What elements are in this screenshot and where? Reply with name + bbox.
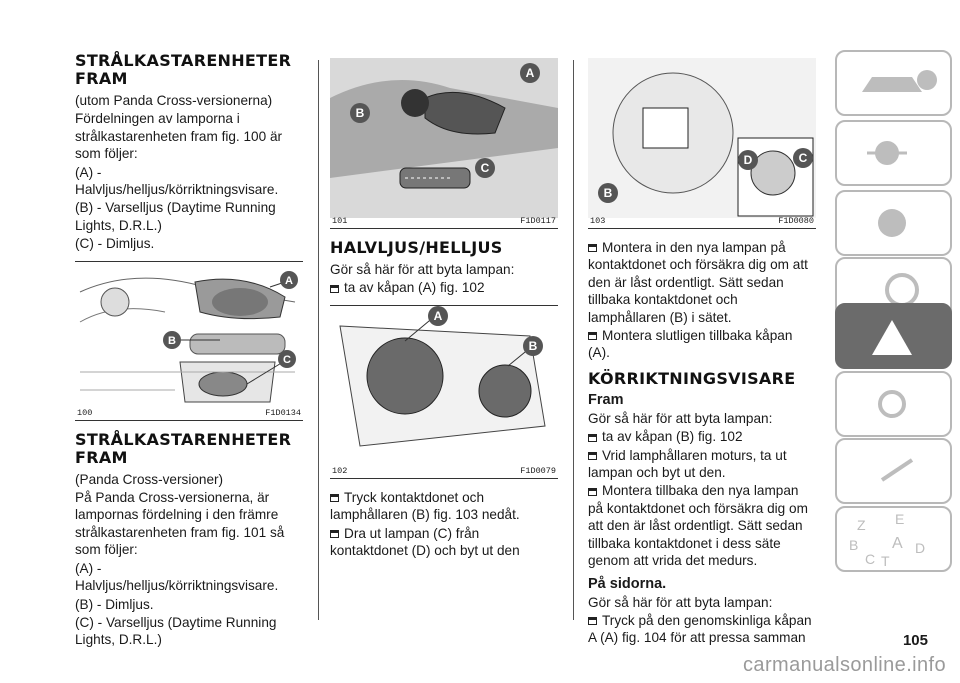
lights-icon [867, 141, 907, 165]
bullet-item: Tryck på den genomskinliga kåpan A (A) f… [588, 612, 816, 647]
airbag-icon [878, 209, 906, 237]
chapter-tab-safety[interactable] [835, 190, 952, 256]
chapter-tab-lights[interactable] [835, 120, 952, 186]
chapter-tab-multimedia[interactable] [835, 438, 952, 504]
paragraph: Gör så här för att byta lampan: [330, 262, 515, 277]
paragraph: Fördelningen av lamporna i strålkastaren… [75, 111, 283, 162]
column-divider [573, 60, 574, 620]
index-letter: E [895, 511, 904, 527]
index-letter: A [892, 535, 903, 552]
callout-d: D [744, 153, 753, 167]
chapter-tab-car-info[interactable] [835, 50, 952, 116]
paragraph: (B) - Varselljus (Daytime Running Lights… [75, 200, 276, 233]
index-letter: D [915, 540, 925, 556]
watermark: carmanualsonline.info [743, 654, 946, 676]
callout-b: B [529, 339, 538, 353]
chapter-tab-maintenance[interactable] [835, 371, 952, 437]
figure-102: A B 102 F1D0079 [330, 304, 558, 479]
figure-code: F1D0079 [520, 465, 556, 476]
section-heading: STRÅLKASTARENHETER FRAM [75, 51, 292, 88]
callout-b: B [168, 335, 176, 347]
figure-number: 103 [590, 216, 606, 226]
column-1: STRÅLKASTARENHETER FRAM (utom Panda Cros… [75, 52, 303, 650]
figure-number: 101 [332, 216, 348, 226]
bullet-item: Vrid lamphållaren moturs, ta ut lampan o… [588, 447, 816, 482]
index-letter: T [881, 553, 890, 569]
column-3: B D C 103 F1D0080 Montera in den nya lam… [588, 52, 816, 648]
chapter-tab-emergency[interactable] [835, 303, 952, 369]
paragraph: (A) - Halvljus/helljus/körriktningsvisar… [75, 164, 279, 198]
figure-101: A B C 101 F1D0117 [330, 58, 558, 229]
page-number: 105 [902, 632, 928, 649]
callout-a: A [434, 309, 443, 323]
figure-code: F1D0134 [265, 407, 301, 418]
section-heading: STRÅLKASTARENHETER FRAM [75, 429, 292, 467]
paragraph: (C) - Dimljus. [75, 236, 155, 252]
paragraph: (Panda Cross-versioner) [75, 471, 224, 487]
paragraph: (A) - Halvljus/helljus/körriktningsvisar… [75, 560, 279, 594]
index-letter: B [849, 537, 858, 553]
car-warning-icon [872, 320, 912, 355]
figure-number: 100 [77, 407, 93, 418]
index-letter: C [865, 551, 875, 567]
car-info-icon [862, 70, 937, 92]
index-icon: Z E B A D C T [849, 511, 925, 569]
figure-number: 102 [332, 465, 348, 476]
subheading: Fram [588, 391, 624, 408]
figure-103: B D C 103 F1D0080 [588, 58, 816, 229]
callout-a: A [285, 275, 293, 287]
figure-100: A B C 100 F1D0134 [75, 260, 303, 421]
column-divider [318, 60, 319, 620]
bullet-item: Montera slutligen tillbaka kåpan (A). [588, 327, 816, 362]
paragraph: (utom Panda Cross-versionerna) [75, 93, 273, 108]
paragraph: Gör så här för att byta lampan: [588, 594, 773, 610]
callout-b: B [604, 186, 613, 200]
fog-light-illustration: A B C [330, 58, 558, 218]
subheading: På sidorna. [588, 575, 667, 592]
section-heading: HALVLJUS/HELLJUS [330, 238, 503, 257]
callout-c: C [481, 161, 490, 175]
maintenance-icon [878, 390, 906, 418]
paragraph: (B) - Dimljus. [75, 596, 154, 612]
headlamp-rear-illustration: A B [339, 305, 546, 447]
bullet-item: Dra ut lampan (C) från kontaktdonet (D) … [330, 525, 558, 560]
bulb-replacement-illustration: B D C [588, 58, 816, 218]
paragraph: (C) - Varselljus (Daytime Running Lights… [75, 614, 277, 648]
bullet-item: Tryck kontaktdonet och lamphållaren (B) … [330, 489, 558, 524]
callout-c: C [799, 151, 808, 165]
chapter-tab-index[interactable]: Z E B A D C T [835, 506, 952, 572]
bullet-item: Montera in den nya lampan på kontaktdone… [588, 239, 816, 326]
bullet-item: ta av kåpan (B) fig. 102 [588, 428, 816, 445]
callout-b: B [356, 106, 365, 120]
bullet-item: ta av kåpan (A) fig. 102 [330, 279, 558, 296]
figure-code: F1D0080 [778, 216, 814, 226]
section-heading: KÖRRIKTNINGSVISARE [588, 368, 796, 388]
figure-code: F1D0117 [520, 216, 556, 226]
column-2: A B C 101 F1D0117 HALVLJUS/HELLJUS Gör s… [330, 52, 558, 560]
index-letter: Z [857, 517, 866, 533]
paragraph: Gör så här för att byta lampan: [588, 410, 773, 426]
paragraph: På Panda Cross-versionerna, är lampornas… [75, 490, 285, 558]
multimedia-icon [880, 458, 914, 482]
headlight-illustration: A B C [79, 270, 298, 403]
bullet-item: Montera tillbaka den nya lampan på konta… [588, 482, 816, 569]
callout-a: A [526, 66, 535, 80]
callout-c: C [283, 354, 291, 366]
